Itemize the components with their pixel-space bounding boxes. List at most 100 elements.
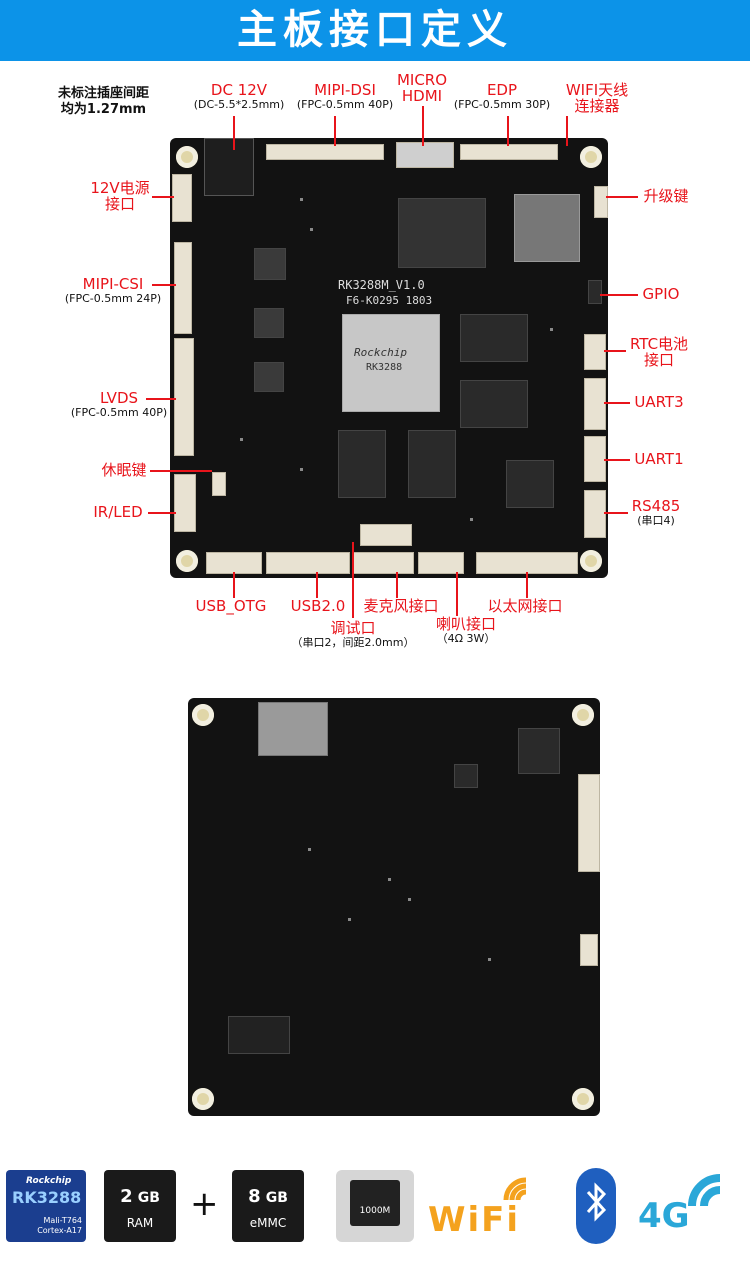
side-connector: [580, 934, 598, 966]
component-dot: [550, 328, 553, 331]
leader-line: [316, 572, 318, 598]
mic-connector: [352, 552, 414, 574]
label-micro-hdmi: MICRO HDMI: [390, 72, 454, 104]
label-lvds-name: LVDS: [99, 389, 139, 407]
label-micro-hdmi-line2: HDMI: [401, 87, 443, 105]
component-dot: [470, 518, 473, 521]
label-uart3: UART3: [634, 393, 684, 411]
label-lvds: LVDS (FPC-0.5mm 40P): [64, 390, 174, 420]
label-dc12v-sub: (DC-5.5*2.5mm): [193, 98, 285, 111]
leader-line: [456, 572, 458, 616]
ram-badge-unit: GB: [137, 1190, 160, 1206]
board-back: [188, 698, 600, 1116]
inductor: [254, 362, 284, 392]
emmc-badge-size: 8: [248, 1186, 261, 1207]
mount-hole: [572, 1088, 594, 1110]
leader-line: [352, 542, 354, 618]
label-lvds-sub: (FPC-0.5mm 40P): [70, 406, 168, 419]
pitch-note-line2: 均为1.27mm: [60, 102, 147, 117]
label-micro-hdmi-line1: MICRO: [396, 71, 448, 89]
label-mic: 麦克风接口: [363, 597, 439, 615]
component-dot: [240, 438, 243, 441]
component-dot: [408, 898, 411, 901]
component-dot: [300, 198, 303, 201]
soc-badge-name: RK3288: [12, 1188, 82, 1207]
leader-line: [233, 572, 235, 598]
label-rtc-line1: RTC电池: [629, 335, 689, 353]
ethernet-badge-speed: 1000M: [359, 1206, 391, 1216]
speaker-connector: [418, 552, 464, 574]
mount-hole: [580, 146, 602, 168]
debug-connector: [360, 524, 412, 546]
label-dc12v: DC 12V (DC-5.5*2.5mm): [186, 82, 292, 112]
wifi-icon: [503, 1177, 527, 1201]
label-speaker-name: 喇叭接口: [435, 615, 496, 633]
inductor: [254, 308, 284, 338]
label-usb2: USB2.0: [290, 597, 346, 615]
edp-connector: [460, 144, 558, 160]
bluetooth-badge: [576, 1168, 616, 1244]
component-dot: [310, 228, 313, 231]
ir-led-connector: [174, 474, 196, 532]
pitch-note: 未标注插座间距 均为1.27mm: [58, 86, 149, 118]
ram-chip: [460, 380, 528, 428]
soc-badge-cpu: Cortex-A17: [37, 1226, 82, 1235]
wifi-badge-text: WiFi: [428, 1200, 521, 1240]
ram-badge-type: RAM: [126, 1216, 154, 1230]
leader-line: [507, 116, 509, 146]
ethernet-port-icon: 1000M: [350, 1180, 400, 1226]
label-upgrade: 升级键: [643, 187, 689, 205]
upgrade-button: [594, 186, 608, 218]
usb-otg-connector: [206, 552, 262, 574]
label-edp-sub: (FPC-0.5mm 30P): [453, 98, 551, 111]
ethernet-badge: 1000M: [336, 1170, 414, 1242]
dc-jack: [204, 138, 254, 196]
leader-line: [566, 116, 568, 146]
label-dc12v-name: DC 12V: [210, 81, 268, 99]
transformer-chip: [228, 1016, 290, 1054]
ram-badge: 2 GB RAM: [104, 1170, 176, 1242]
flash-chip: [398, 198, 486, 268]
rs485-connector: [584, 490, 606, 538]
label-edp-name: EDP: [486, 81, 518, 99]
chip: [454, 764, 478, 788]
label-wifi-antenna: WIFI天线 连接器: [560, 82, 634, 114]
mount-hole: [192, 1088, 214, 1110]
soc-name-text: RK3288: [366, 362, 403, 373]
inductor: [254, 248, 286, 280]
label-usb-otg: USB_OTG: [195, 597, 267, 615]
power-12v-connector: [172, 174, 192, 222]
gpio-header: [588, 280, 602, 304]
leader-line: [146, 398, 176, 400]
label-gpio: GPIO: [642, 285, 680, 303]
label-mipi-csi-sub: (FPC-0.5mm 24P): [64, 292, 162, 305]
label-power12v-line1: 12V电源: [90, 179, 150, 197]
leader-line: [604, 402, 630, 404]
leader-line: [604, 512, 628, 514]
mount-hole: [572, 704, 594, 726]
signal-icon: [688, 1174, 721, 1207]
soc-badge-brand: Rockchip: [26, 1176, 72, 1186]
emmc-badge-type: eMMC: [249, 1216, 287, 1230]
usb2-connector: [266, 552, 350, 574]
component-dot: [388, 878, 391, 881]
mipi-dsi-connector: [266, 144, 384, 160]
label-rs485-sub: (串口4): [637, 514, 675, 527]
mount-hole: [192, 704, 214, 726]
mount-hole: [580, 550, 602, 572]
uart1-connector: [584, 436, 606, 482]
ram-badge-size: 2: [120, 1186, 133, 1207]
micro-hdmi-connector: [396, 142, 454, 168]
label-power12v-line2: 接口: [104, 195, 135, 213]
leader-line: [606, 196, 638, 198]
mipi-csi-connector: [174, 242, 192, 334]
label-debug-sub: （串口2，间距2.0mm）: [291, 636, 415, 649]
emmc-badge-unit: GB: [265, 1190, 288, 1206]
plus-sign: +: [190, 1184, 219, 1224]
soc-brand-text: Rockchip: [354, 346, 407, 359]
board-code-text: F6-K0295 1803: [346, 294, 433, 307]
label-rs485-name: RS485: [631, 497, 681, 515]
sleep-button: [212, 472, 226, 496]
soc-chip: [342, 314, 440, 412]
label-speaker-sub: （4Ω 3W）: [436, 632, 496, 645]
